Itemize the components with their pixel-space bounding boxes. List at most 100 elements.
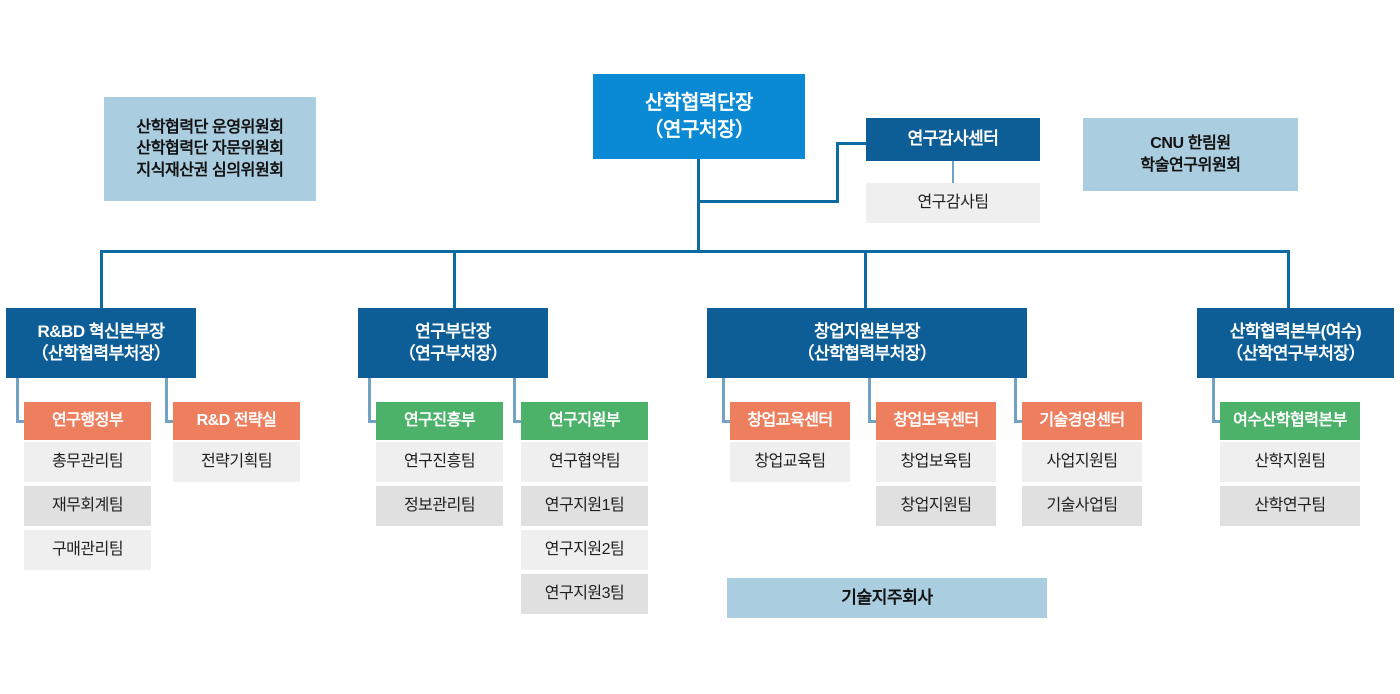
- dept-label-2-2: 연구지원부: [548, 412, 621, 430]
- dept-label-3-1: 창업교육센터: [747, 412, 833, 430]
- team-label-1-1-2: 재무회계팀: [51, 497, 124, 515]
- connector-audit-vertical: [836, 142, 839, 203]
- team-box-2-1-2[interactable]: 정보관리팀: [376, 486, 503, 526]
- connector-dept-3-1-vertical: [722, 378, 725, 423]
- connector-dept-1-1-horizontal: [16, 420, 30, 423]
- dept-label-4-1: 여수산학협력본부: [1233, 412, 1347, 430]
- team-box-3-2-1[interactable]: 창업보육팀: [876, 442, 996, 482]
- team-box-3-2-2[interactable]: 창업지원팀: [876, 486, 996, 526]
- root-title-line1: 산학협력단장: [645, 92, 753, 115]
- connector-dept-4-1-horizontal: [1212, 420, 1226, 423]
- team-box-2-2-4[interactable]: 연구지원3팀: [521, 574, 648, 614]
- connector-root-to-audit-horizontal: [697, 200, 839, 203]
- team-label-2-2-3: 연구지원2팀: [544, 541, 625, 559]
- holding-company-label: 기술지주회사: [841, 587, 933, 607]
- division-rnbd-line2: （산학협력부처장）: [31, 344, 171, 363]
- team-label-3-2-1: 창업보육팀: [900, 453, 972, 471]
- dept-box-research-support[interactable]: 연구지원부: [521, 402, 648, 440]
- audit-team-label: 연구감사팀: [917, 194, 989, 212]
- division-header-rnbd[interactable]: R&BD 혁신본부장 （산학협력부처장）: [6, 308, 196, 378]
- root-box-director[interactable]: 산학협력단장 （연구처장）: [593, 74, 805, 159]
- division-header-research[interactable]: 연구부단장 （연구부처장）: [358, 308, 548, 378]
- team-box-1-1-3[interactable]: 구매관리팀: [24, 530, 151, 570]
- committee-right-line-2: 학술연구위원회: [1140, 156, 1241, 174]
- connector-audit-entry: [836, 142, 866, 145]
- connector-dept-4-1-vertical: [1212, 378, 1215, 423]
- connector-dept-2-1-horizontal: [368, 420, 382, 423]
- committee-box-left[interactable]: 산학협력단 운영위원회 산학협력단 자문위원회 지식재산권 심의위원회: [104, 97, 316, 201]
- connector-dept-3-1-horizontal: [722, 420, 736, 423]
- team-box-3-1-1[interactable]: 창업교육팀: [730, 442, 850, 482]
- team-label-3-3-1: 사업지원팀: [1046, 453, 1118, 471]
- dept-box-startup-incubation[interactable]: 창업보육센터: [876, 402, 996, 440]
- audit-team-box[interactable]: 연구감사팀: [866, 183, 1040, 223]
- connector-dept-3-3-horizontal: [1014, 420, 1028, 423]
- audit-center-title: 연구감사센터: [907, 129, 999, 149]
- division-header-startup[interactable]: 창업지원본부장 （산학협력부처장）: [707, 308, 1027, 378]
- dept-label-2-1: 연구진흥부: [403, 412, 476, 430]
- team-label-2-2-4: 연구지원3팀: [544, 585, 625, 603]
- committee-left-line-3: 지식재산권 심의위원회: [136, 161, 284, 179]
- dept-box-yeosu-center[interactable]: 여수산학협력본부: [1220, 402, 1360, 440]
- connector-dept-1-2-horizontal: [165, 420, 179, 423]
- connector-dept-2-2-horizontal: [513, 420, 527, 423]
- division-header-yeosu[interactable]: 산학협력본부(여수) （산학연구부처장）: [1197, 308, 1394, 378]
- committee-right-line-1: CNU 한림원: [1150, 135, 1231, 153]
- dept-label-1-1: 연구행정부: [51, 412, 124, 430]
- dept-label-1-2: R&D 전략실: [196, 412, 277, 430]
- team-box-3-3-1[interactable]: 사업지원팀: [1022, 442, 1142, 482]
- connector-dept-3-3-vertical: [1014, 378, 1017, 423]
- connector-root-vertical: [697, 159, 700, 253]
- division-startup-line1: 창업지원본부장: [814, 321, 920, 341]
- team-label-3-2-2: 창업지원팀: [900, 497, 972, 515]
- team-label-2-1-1: 연구진흥팀: [403, 453, 476, 471]
- division-yeosu-line2: （산학연구부처장）: [1226, 344, 1365, 363]
- team-label-1-1-3: 구매관리팀: [51, 541, 124, 559]
- team-box-2-2-1[interactable]: 연구협약팀: [521, 442, 648, 482]
- team-label-1-1-1: 총무관리팀: [51, 453, 124, 471]
- committee-left-line-1: 산학협력단 운영위원회: [136, 119, 284, 137]
- committee-left-line-2: 산학협력단 자문위원회: [136, 140, 284, 158]
- team-label-4-1-2: 산학연구팀: [1254, 497, 1326, 515]
- team-label-3-3-2: 기술사업팀: [1046, 497, 1118, 515]
- division-rnbd-line1: R&BD 혁신본부장: [37, 321, 165, 341]
- team-box-2-2-3[interactable]: 연구지원2팀: [521, 530, 648, 570]
- connector-division-1-drop: [100, 250, 103, 308]
- connector-dept-2-2-vertical: [513, 378, 516, 423]
- dept-label-3-3: 기술경영센터: [1039, 412, 1125, 430]
- dept-box-research-promotion[interactable]: 연구진흥부: [376, 402, 503, 440]
- dept-box-tech-management[interactable]: 기술경영센터: [1022, 402, 1142, 440]
- holding-company-box[interactable]: 기술지주회사: [727, 578, 1047, 618]
- team-label-2-1-2: 정보관리팀: [403, 497, 476, 515]
- division-research-line1: 연구부단장: [415, 321, 491, 341]
- root-title-line2: （연구처장）: [643, 118, 755, 141]
- team-box-1-2-1[interactable]: 전략기획팀: [173, 442, 300, 482]
- team-label-1-2-1: 전략기획팀: [200, 453, 273, 471]
- team-box-3-3-2[interactable]: 기술사업팀: [1022, 486, 1142, 526]
- audit-center-box[interactable]: 연구감사센터: [866, 118, 1040, 161]
- dept-box-rnd-strategy[interactable]: R&D 전략실: [173, 402, 300, 440]
- committee-box-right[interactable]: CNU 한림원 학술연구위원회: [1083, 118, 1298, 191]
- connector-dept-3-2-horizontal: [868, 420, 882, 423]
- team-box-1-1-1[interactable]: 총무관리팀: [24, 442, 151, 482]
- team-box-2-1-1[interactable]: 연구진흥팀: [376, 442, 503, 482]
- connector-main-bus: [100, 250, 1290, 253]
- connector-audit-team: [952, 161, 954, 183]
- team-box-2-2-2[interactable]: 연구지원1팀: [521, 486, 648, 526]
- team-box-4-1-2[interactable]: 산학연구팀: [1220, 486, 1360, 526]
- team-label-4-1-1: 산학지원팀: [1254, 453, 1326, 471]
- division-startup-line2: （산학협력부처장）: [797, 344, 937, 363]
- team-box-4-1-1[interactable]: 산학지원팀: [1220, 442, 1360, 482]
- connector-dept-2-1-vertical: [368, 378, 371, 423]
- dept-box-startup-education[interactable]: 창업교육센터: [730, 402, 850, 440]
- dept-box-yeonguhaengjeongbu[interactable]: 연구행정부: [24, 402, 151, 440]
- division-yeosu-line1: 산학협력본부(여수): [1229, 321, 1362, 341]
- connector-dept-1-1-vertical: [16, 378, 19, 423]
- team-label-2-2-2: 연구지원1팀: [544, 497, 625, 515]
- dept-label-3-2: 창업보육센터: [893, 412, 979, 430]
- team-box-1-1-2[interactable]: 재무회계팀: [24, 486, 151, 526]
- connector-dept-3-2-vertical: [868, 378, 871, 423]
- division-research-line2: （연구부처장）: [398, 344, 508, 363]
- connector-division-2-drop: [453, 250, 456, 308]
